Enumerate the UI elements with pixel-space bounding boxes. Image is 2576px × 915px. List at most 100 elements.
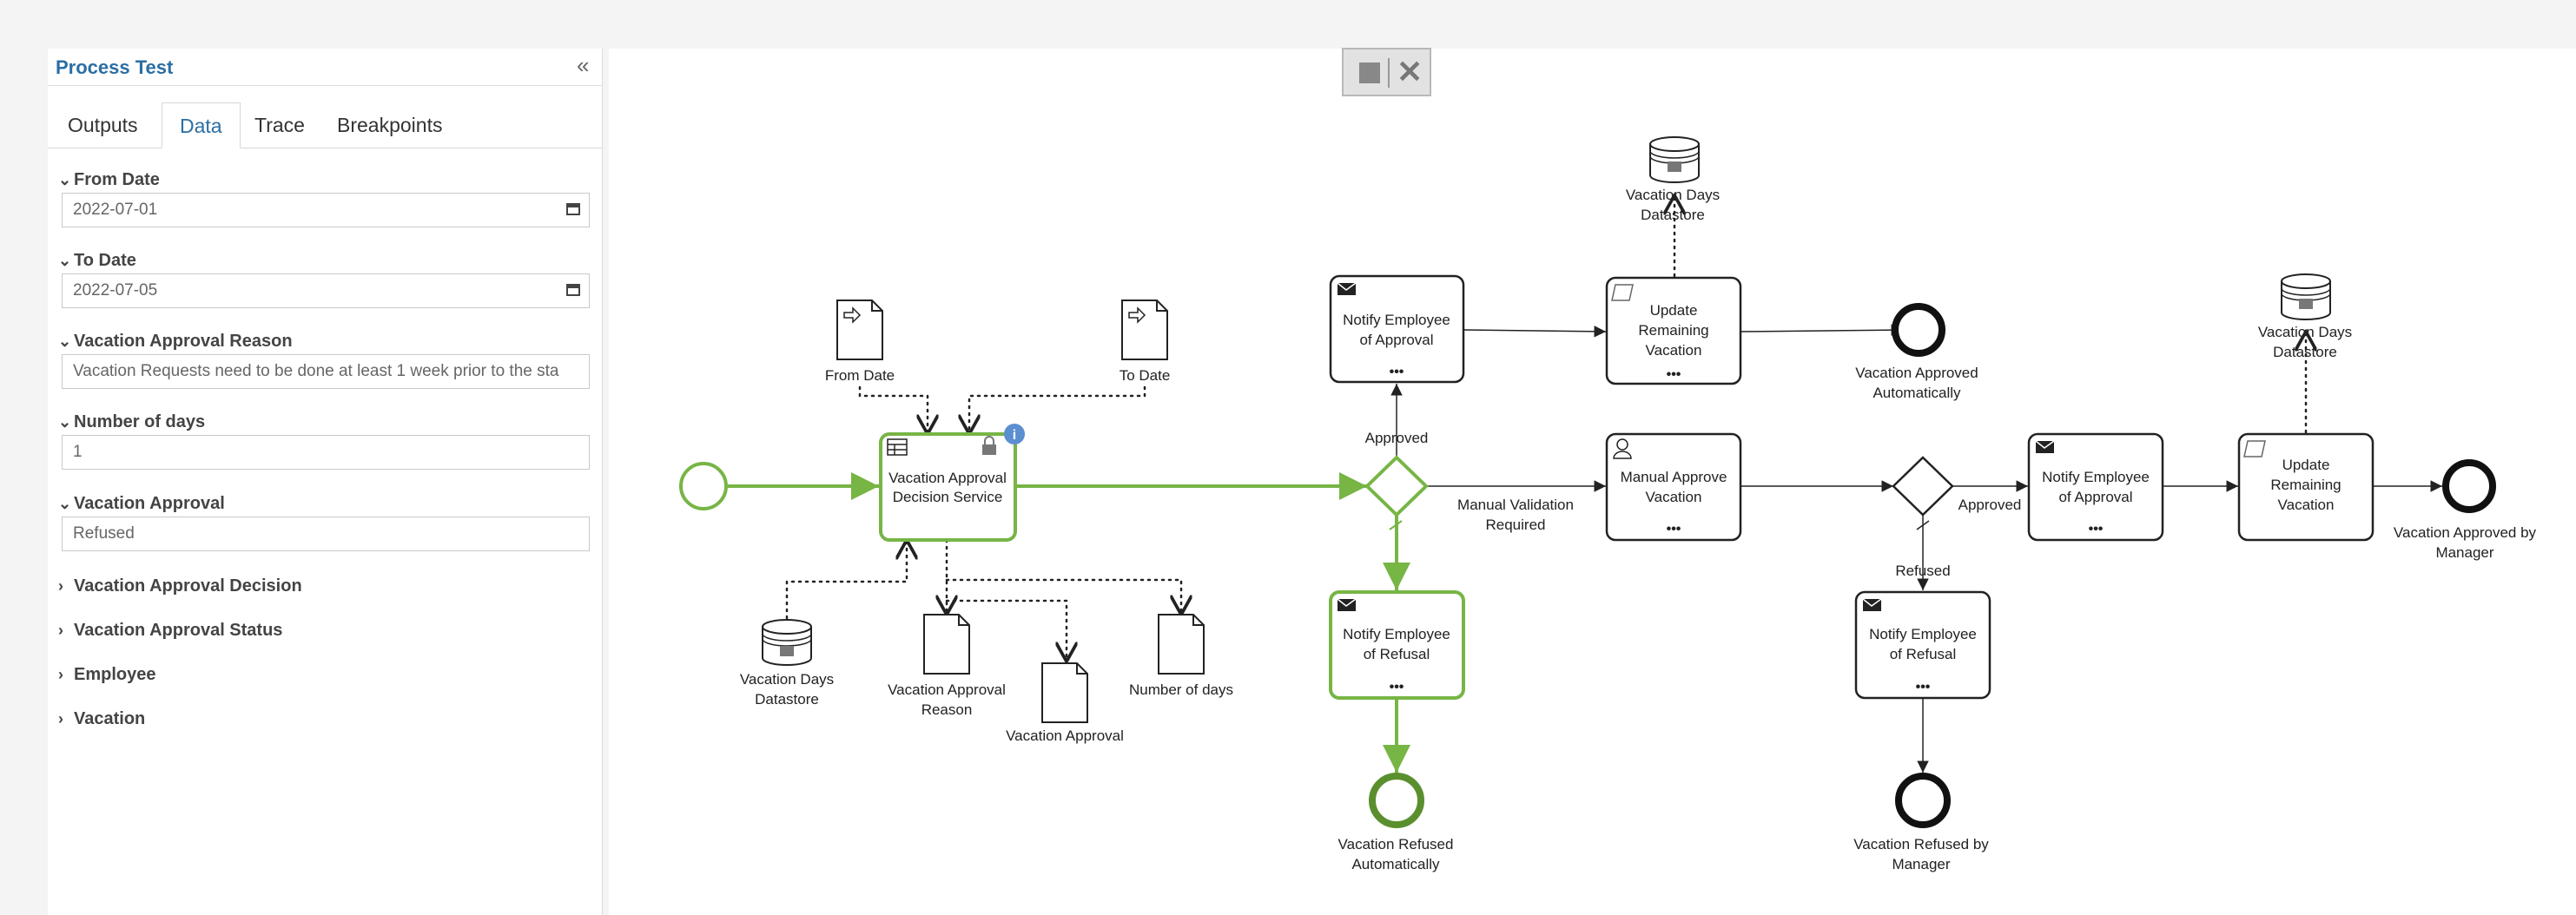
calendar-icon[interactable] [566, 203, 580, 215]
task-decision-service[interactable]: i Vacation Approval Decision Service [879, 424, 1025, 542]
input-arrow-icon [1128, 306, 1146, 324]
sequence-flows [728, 324, 2442, 773]
flow-to-update-top[interactable] [1463, 326, 1607, 338]
section-vacation-approval-decision[interactable]: ›Vacation Approval Decision [58, 576, 302, 596]
task-label-line: Notify Employee [2042, 469, 2150, 485]
lock-icon [780, 646, 794, 656]
tab-trace[interactable]: Trace [254, 114, 305, 136]
task-label-line: Manual Approve [1621, 469, 1727, 485]
data-associations [785, 195, 2306, 662]
more-marker-icon: ••• [1390, 680, 1404, 694]
end-event-approved-auto[interactable] [1892, 303, 1945, 357]
chevron-down-icon: ⌄ [58, 413, 72, 431]
reason-toggle[interactable]: ⌄Vacation Approval Reason [58, 332, 293, 352]
data-object-to-date[interactable]: To Date [1120, 300, 1171, 384]
to-date-input[interactable]: 2022-07-05 [62, 273, 590, 308]
default-flow-marker [1389, 520, 1403, 530]
stop-square-icon[interactable] [1359, 63, 1380, 83]
task-label-line: Update [1650, 302, 1698, 319]
lock-icon [982, 436, 996, 455]
panel-tabs: Outputs Data Trace Breakpoints [48, 102, 602, 148]
panel-title: Process Test [56, 56, 174, 78]
data-object-label: Vacation Approval [1006, 727, 1124, 744]
exclusive-gateway-2[interactable] [1892, 456, 1954, 517]
datastore-top[interactable]: Vacation Days Datastore [1626, 136, 1720, 223]
to-date-toggle[interactable]: ⌄To Date [58, 251, 136, 271]
data-object-label: To Date [1120, 367, 1171, 384]
task-manual-approve[interactable]: Manual Approve Vacation ••• [1605, 432, 1742, 542]
task-label-line: Vacation Approval [888, 470, 1007, 486]
task-label-line: Vacation [2278, 497, 2335, 513]
from-date-label: From Date [74, 170, 160, 189]
days-value: 1 [73, 443, 83, 461]
days-toggle[interactable]: ⌄Number of days [58, 412, 205, 432]
tab-data[interactable]: Data [162, 102, 241, 148]
script-icon [1611, 284, 1634, 301]
approval-input[interactable]: Refused [62, 517, 590, 551]
more-marker-icon: ••• [1667, 367, 1681, 382]
close-icon[interactable]: ✕ [1397, 54, 1423, 89]
tab-breakpoints[interactable]: Breakpoints [337, 114, 443, 136]
calendar-icon[interactable] [566, 284, 580, 296]
days-input[interactable]: 1 [62, 435, 590, 470]
end-event-label: Manager [1892, 856, 1950, 872]
chevron-down-icon: ⌄ [58, 495, 72, 512]
task-label-line: of Refusal [1890, 646, 1957, 662]
tab-outputs[interactable]: Outputs [68, 114, 138, 136]
section-employee[interactable]: ›Employee [58, 665, 155, 685]
data-object-from-date[interactable]: From Date [825, 300, 895, 384]
section-vacation-approval-status[interactable]: ›Vacation Approval Status [58, 621, 282, 641]
end-event-refused-auto[interactable] [1369, 773, 1424, 828]
task-update-remaining-top[interactable]: Update Remaining Vacation ••• [1605, 276, 1742, 385]
chevron-down-icon: ⌄ [58, 252, 72, 269]
info-icon[interactable]: i [1004, 424, 1025, 444]
task-update-remaining-right[interactable]: Update Remaining Vacation [2237, 432, 2375, 542]
task-notify-refusal-manager[interactable]: Notify Employee of Refusal ••• [1854, 590, 1991, 700]
from-date-value: 2022-07-01 [73, 201, 158, 219]
reason-value: Vacation Requests need to be done at lea… [73, 362, 559, 380]
envelope-icon [1862, 598, 1882, 611]
end-event-refused-manager[interactable] [1895, 773, 1951, 828]
section-vacation[interactable]: › Vacation [58, 709, 145, 729]
task-label-line: Vacation [1646, 342, 1702, 359]
from-date-input[interactable]: 2022-07-01 [62, 193, 590, 227]
data-object-approval-reason[interactable]: Vacation Approval Reason [888, 614, 1006, 718]
approval-toggle[interactable]: ⌄Vacation Approval [58, 494, 225, 514]
reason-input[interactable]: Vacation Requests need to be done at lea… [62, 354, 590, 389]
exclusive-gateway-1[interactable] [1364, 455, 1429, 517]
end-event-label: Automatically [1873, 385, 1961, 401]
end-event-label: Vacation Approved by [2394, 524, 2537, 541]
task-label-line: Remaining [2270, 477, 2341, 493]
task-notify-refusal-auto[interactable]: Notify Employee of Refusal ••• [1329, 590, 1465, 700]
process-test-panel: Process Test « Outputs Data Trace Breakp… [48, 49, 603, 915]
flow-label-manual-validation: Required [1486, 517, 1546, 533]
datastore-right[interactable]: Vacation Days Datastore [2258, 273, 2352, 360]
task-label-line: Remaining [1638, 322, 1708, 339]
start-event[interactable] [679, 462, 728, 510]
chevron-right-icon: › [58, 710, 63, 727]
end-event-label: Manager [2435, 544, 2493, 561]
envelope-icon [2035, 440, 2055, 453]
from-date-toggle[interactable]: ⌄From Date [58, 170, 160, 190]
default-flow-marker [1916, 520, 1930, 530]
data-object-number-of-days[interactable]: Number of days [1129, 614, 1233, 698]
datastore-left[interactable]: Vacation Days Datastore [740, 619, 834, 708]
section-label: Vacation [74, 709, 146, 728]
data-object-label: Number of days [1129, 681, 1233, 698]
task-notify-approval-top[interactable]: Notify Employee of Approval ••• [1329, 274, 1465, 384]
decision-table-icon [887, 438, 908, 456]
data-object-label: From Date [825, 367, 895, 384]
collapse-panel-icon[interactable]: « [577, 52, 590, 78]
chevron-down-icon: ⌄ [58, 171, 72, 188]
more-marker-icon: ••• [1667, 522, 1681, 536]
panel-header: Process Test « [48, 49, 602, 86]
datastore-label: Datastore [1641, 207, 1705, 223]
chevron-right-icon: › [58, 622, 63, 639]
more-marker-icon: ••• [1916, 680, 1931, 694]
data-object-approval[interactable]: Vacation Approval [1006, 662, 1124, 744]
end-event-approved-manager[interactable] [2442, 459, 2496, 513]
flow-to-approved-auto[interactable] [1740, 324, 1904, 336]
datastore-label: Vacation Days [1626, 187, 1720, 203]
task-label-line: Notify Employee [1343, 312, 1450, 328]
task-notify-approval-right[interactable]: Notify Employee of Approval ••• [2027, 432, 2164, 542]
